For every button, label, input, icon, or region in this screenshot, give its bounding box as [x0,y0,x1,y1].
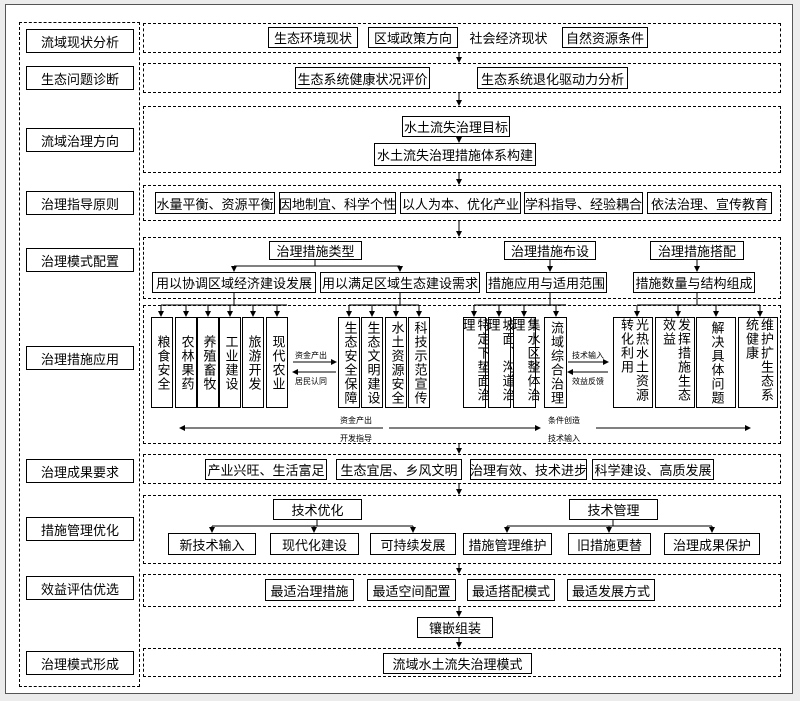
step-measure-application: 治理措施应用 [26,346,134,370]
principle-3: 以人为本、优化产业 [400,192,521,214]
stage-principles [143,185,781,221]
match-measure-3: 解决具体问题 [696,317,736,408]
stage-management [143,495,781,564]
box-natural-resources: 自然资源条件 [562,27,648,48]
step-governance-direction: 流域治理方向 [26,128,134,152]
eval-2: 最适空间配置 [367,579,456,601]
box-ecology-status: 生态环境现状 [268,27,358,48]
mgmt-item-2: 旧措施更替 [568,533,651,555]
mgmt-item-3: 治理成果保护 [664,533,760,555]
stage-status [143,23,781,53]
step-mode-config: 治理模式配置 [26,248,134,272]
box-governance-goal: 水土流失治理目标 [402,116,510,137]
step-result-requirements: 治理成果要求 [26,459,134,483]
step-benefit-evaluation: 效益评估优选 [26,576,134,600]
result-2: 生态宜居、乡风文明 [336,459,462,480]
stage-direction [143,106,781,173]
layout-measure-2: 坡面、沟道治理 [485,317,515,408]
stage-final [143,648,781,677]
box-econ-purpose: 用以协调区域经济建设发展 [152,272,316,293]
match-measure-2: 发挥措施生态效益 [655,317,695,408]
left-column [19,22,140,687]
econ-measure-2: 农林果药 [175,317,197,408]
stage-config [143,237,781,299]
eco-measure-4: 科技示范宣传 [408,317,430,408]
label-tech-in: 技术输入 [572,351,604,360]
label-capital: 资金产出 [295,351,327,360]
layout-measure-4: 流域综合治理 [544,317,567,408]
step-problem-diagnosis: 生态问题诊断 [26,66,134,90]
principle-1: 水量平衡、资源平衡 [155,192,275,214]
label-guide: 开发指导 [340,434,372,443]
eco-measure-2: 生态文明建设 [361,317,383,408]
layout-measure-1: 特定下垫面治理 [460,317,490,408]
result-1: 产业兴旺、生活富足 [205,459,327,480]
stage-evaluation [143,574,781,607]
principle-5: 依法治理、宣传教育 [647,192,772,214]
eco-measure-1: 生态安全保障 [338,317,360,408]
box-assembly: 镶嵌组装 [417,617,493,638]
step-mode-formation: 治理模式形成 [26,651,134,675]
eval-3: 最适搭配模式 [467,579,555,601]
step-management-optimization: 措施管理优化 [26,517,134,541]
label-tech-in-2: 技术输入 [548,434,580,443]
econ-measure-5: 旅游开发 [242,317,264,408]
result-3: 治理有效、技术进步 [470,459,587,480]
box-measure-match: 治理措施搭配 [650,241,744,260]
econ-measure-6: 现代农业 [266,317,288,408]
match-measure-4: 维护扩生态系统健康 [738,317,778,408]
step-guiding-principles: 治理指导原则 [26,191,134,215]
box-policy-direction: 区域政策方向 [368,27,458,48]
opt-item-3: 可持续发展 [370,533,456,555]
eval-4: 最适发展方式 [567,579,655,601]
match-measure-1: 光热水土资源转化利用 [613,317,653,408]
label-capital-2: 资金产出 [340,416,372,425]
mgmt-item-1: 措施管理维护 [463,533,552,555]
opt-item-1: 新技术输入 [168,533,256,555]
box-measure-layout: 治理措施布设 [504,241,596,260]
opt-item-2: 现代化建设 [270,533,359,555]
principle-4: 学科指导、经验耦合 [524,192,643,214]
label-condition: 条件创造 [548,416,580,425]
box-final-mode: 流域水土流失治理模式 [383,653,532,674]
box-tech-management: 技术管理 [569,499,658,520]
result-4: 科学建设、高质发展 [592,459,714,480]
box-eco-purpose: 用以满足区域生态建设需求 [320,272,480,293]
eval-1: 最适治理措施 [265,579,354,601]
box-tech-optimization: 技术优化 [273,499,362,520]
text-socio-economic: 社会经济现状 [469,32,548,47]
econ-measure-4: 工业建设 [219,317,241,408]
econ-measure-1: 粮食安全 [151,317,173,408]
box-measure-type: 治理措施类型 [269,241,362,260]
layout-measure-3: 集水区整体治理 [510,317,540,408]
box-measure-system: 水土流失治理措施体系构建 [374,143,536,166]
label-benefit: 效益反馈 [572,377,604,386]
label-recognition: 居民认同 [295,377,327,386]
stage-application [143,305,781,444]
box-quantity: 措施数量与结构组成 [633,272,755,293]
box-health-evaluation: 生态系统健康状况评价 [295,67,430,89]
box-scope: 措施应用与适用范围 [486,272,607,293]
eco-measure-3: 水土资源安全 [385,317,407,408]
principle-2: 因地制宜、科学个性 [279,192,396,214]
step-status-analysis: 流域现状分析 [26,29,134,53]
stage-results [143,454,781,484]
box-driver-analysis: 生态系统退化驱动力分析 [477,67,628,89]
stage-diagnosis [143,63,781,93]
econ-measure-3: 养殖畜牧 [197,317,219,408]
